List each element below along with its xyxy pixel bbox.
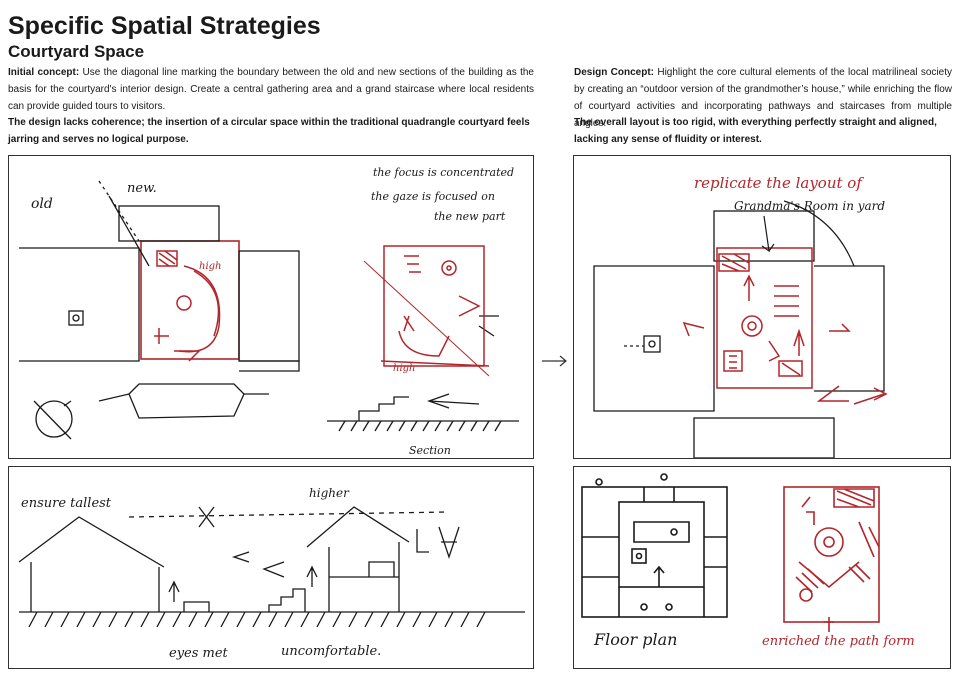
label-eyes-met: eyes met <box>169 646 229 661</box>
label-high-1: high <box>199 261 221 272</box>
label-higher: higher <box>309 486 350 500</box>
initial-concept-body: Use the diagonal line marking the bounda… <box>8 67 534 112</box>
label-replicate-line1: replicate the layout of <box>694 174 864 192</box>
initial-plan-sketch-panel: old new. high high the focus is concentr… <box>8 155 534 459</box>
initial-concept-label: Initial concept: <box>8 67 80 78</box>
floor-plan-sketch: Floor plan enriched the path form <box>581 473 915 649</box>
revised-plan-sketch: replicate the layout of Grandma's Room i… <box>593 174 888 458</box>
label-section: Section <box>409 444 451 457</box>
label-ensure-tallest: ensure tallest <box>21 496 112 511</box>
page-title: Specific Spatial Strategies <box>8 12 321 40</box>
design-critique-text: The overall layout is too rigid, with ev… <box>574 117 937 145</box>
label-new: new. <box>127 181 157 196</box>
label-enriched: enriched the path form <box>762 634 915 649</box>
label-replicate-line2: Grandma's Room in yard <box>734 199 885 213</box>
page-subtitle: Courtyard Space <box>8 42 145 61</box>
label-old: old <box>31 196 53 212</box>
initial-critique-text: The design lacks coherence; the insertio… <box>8 117 530 145</box>
floor-plan-sketch-panel: Floor plan enriched the path form <box>573 466 951 669</box>
label-focus-line3: the new part <box>434 210 506 223</box>
label-uncomfortable: uncomfortable. <box>281 644 381 659</box>
label-high-2: high <box>393 363 415 374</box>
initial-plan-sketch: old new. high high the focus is concentr… <box>19 166 519 457</box>
initial-concept-text: Initial concept: Use the diagonal line m… <box>8 64 534 115</box>
arrow-right-icon <box>542 355 567 367</box>
design-concept-label: Design Concept: <box>574 67 655 78</box>
design-concept-text: Design Concept: Highlight the core cultu… <box>574 64 952 132</box>
label-floor-plan: Floor plan <box>593 630 677 649</box>
design-concept-body: Highlight the core cultural elements of … <box>574 67 952 129</box>
label-focus-line1: the focus is concentrated <box>373 166 514 179</box>
section-sketch: ensure tallest higher eyes met uncomfort… <box>18 486 525 661</box>
revised-plan-sketch-panel: replicate the layout of Grandma's Room i… <box>573 155 951 459</box>
label-focus-line2: the gaze is focused on <box>371 190 495 203</box>
section-sketch-panel: ensure tallest higher eyes met uncomfort… <box>8 466 534 669</box>
